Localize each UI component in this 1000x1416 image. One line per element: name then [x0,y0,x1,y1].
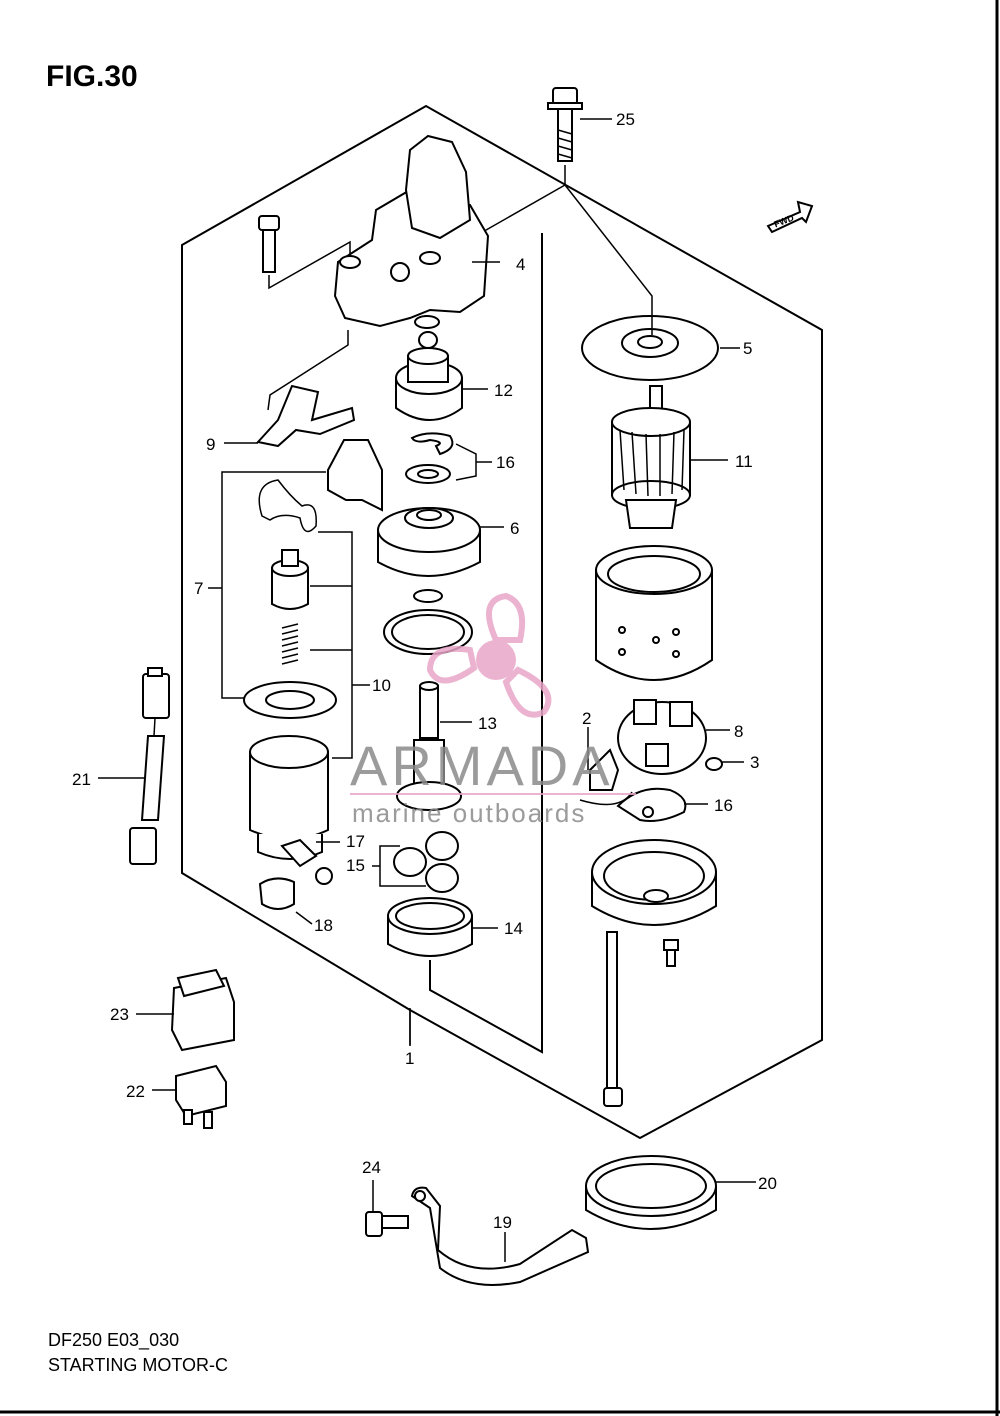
armature-11[interactable] [611,385,691,529]
yoke-field-frame[interactable] [595,545,713,681]
spring-7[interactable] [281,623,299,665]
ring-small-2 [418,331,438,349]
callout-2: 2 [582,709,591,728]
seal-ring[interactable] [383,589,473,655]
relay-23[interactable] [170,968,235,1052]
ring-small [414,315,440,329]
callout-22: 22 [126,1082,145,1101]
callout-1: 1 [405,1049,414,1068]
nut-3[interactable] [705,757,723,771]
solenoid-housing-4[interactable] [333,134,500,328]
strap-19[interactable] [410,1186,590,1286]
plate-5[interactable] [581,315,719,381]
callout-12: 12 [494,381,513,400]
planetary-gears-15[interactable] [393,831,459,893]
terminal-2[interactable] [579,748,633,806]
bolt-housing[interactable] [258,215,280,273]
relay-22[interactable] [175,1064,227,1129]
callout-25: 25 [616,110,635,129]
plunger-7[interactable] [271,549,309,610]
callout-16-lower: 16 [714,796,733,815]
watermark-brand: ARMADA [350,734,614,797]
callout-17: 17 [346,832,365,851]
inner-outline [429,233,543,1054]
fitting-17[interactable] [280,838,333,885]
callout-11: 11 [735,452,753,471]
callout-8: 8 [734,722,743,741]
callout-14: 14 [504,919,523,938]
callout-5: 5 [743,339,752,358]
bracket-6[interactable] [377,507,481,577]
end-cover[interactable] [591,839,717,926]
callout-16-upper: 16 [496,453,515,472]
callout-21: 21 [72,770,91,789]
e-clip-16[interactable] [405,432,454,484]
callout-3: 3 [750,753,759,772]
callout-23: 23 [110,1005,129,1024]
band-20[interactable] [585,1155,717,1230]
shift-lever-9[interactable] [256,384,356,448]
callout-7: 7 [194,579,203,598]
figure-title: FIG.30 [46,60,138,93]
armada-watermark: ARMADA marine outboards [350,592,636,828]
callout-6: 6 [510,519,519,538]
lead-wire-21[interactable] [129,667,170,865]
model-code: DF250 E03_030 [48,1330,180,1350]
assembly-outline [181,104,823,1140]
brush-holder-8[interactable] [617,699,707,775]
through-bolt[interactable] [603,931,623,1107]
drive-shaft-13[interactable] [396,681,462,811]
callout-19: 19 [493,1213,512,1232]
fwd-arrow-icon: FWD [766,200,814,234]
internal-gear-14[interactable] [387,897,473,957]
callout-18: 18 [314,916,333,935]
watermark-tagline: marine outboards [352,798,586,828]
solenoid-body[interactable] [249,735,329,860]
callout-9: 9 [206,435,215,454]
clamp-18[interactable] [258,877,295,910]
gasket-10[interactable] [243,681,337,719]
callout-4: 4 [516,255,525,274]
spring-plate-7[interactable] [258,439,383,533]
plate-16[interactable] [616,787,687,822]
callout-10: 10 [372,676,391,695]
callout-20: 20 [758,1174,777,1193]
screw-small[interactable] [663,939,679,967]
figure-name: STARTING MOTOR-C [48,1355,228,1375]
pinion-clutch-12[interactable] [395,347,463,421]
bolt-25[interactable] [547,87,583,162]
callout-15: 15 [346,856,365,875]
bolt-24[interactable] [365,1211,409,1237]
callout-13: 13 [478,714,497,733]
callout-24: 24 [362,1158,381,1177]
